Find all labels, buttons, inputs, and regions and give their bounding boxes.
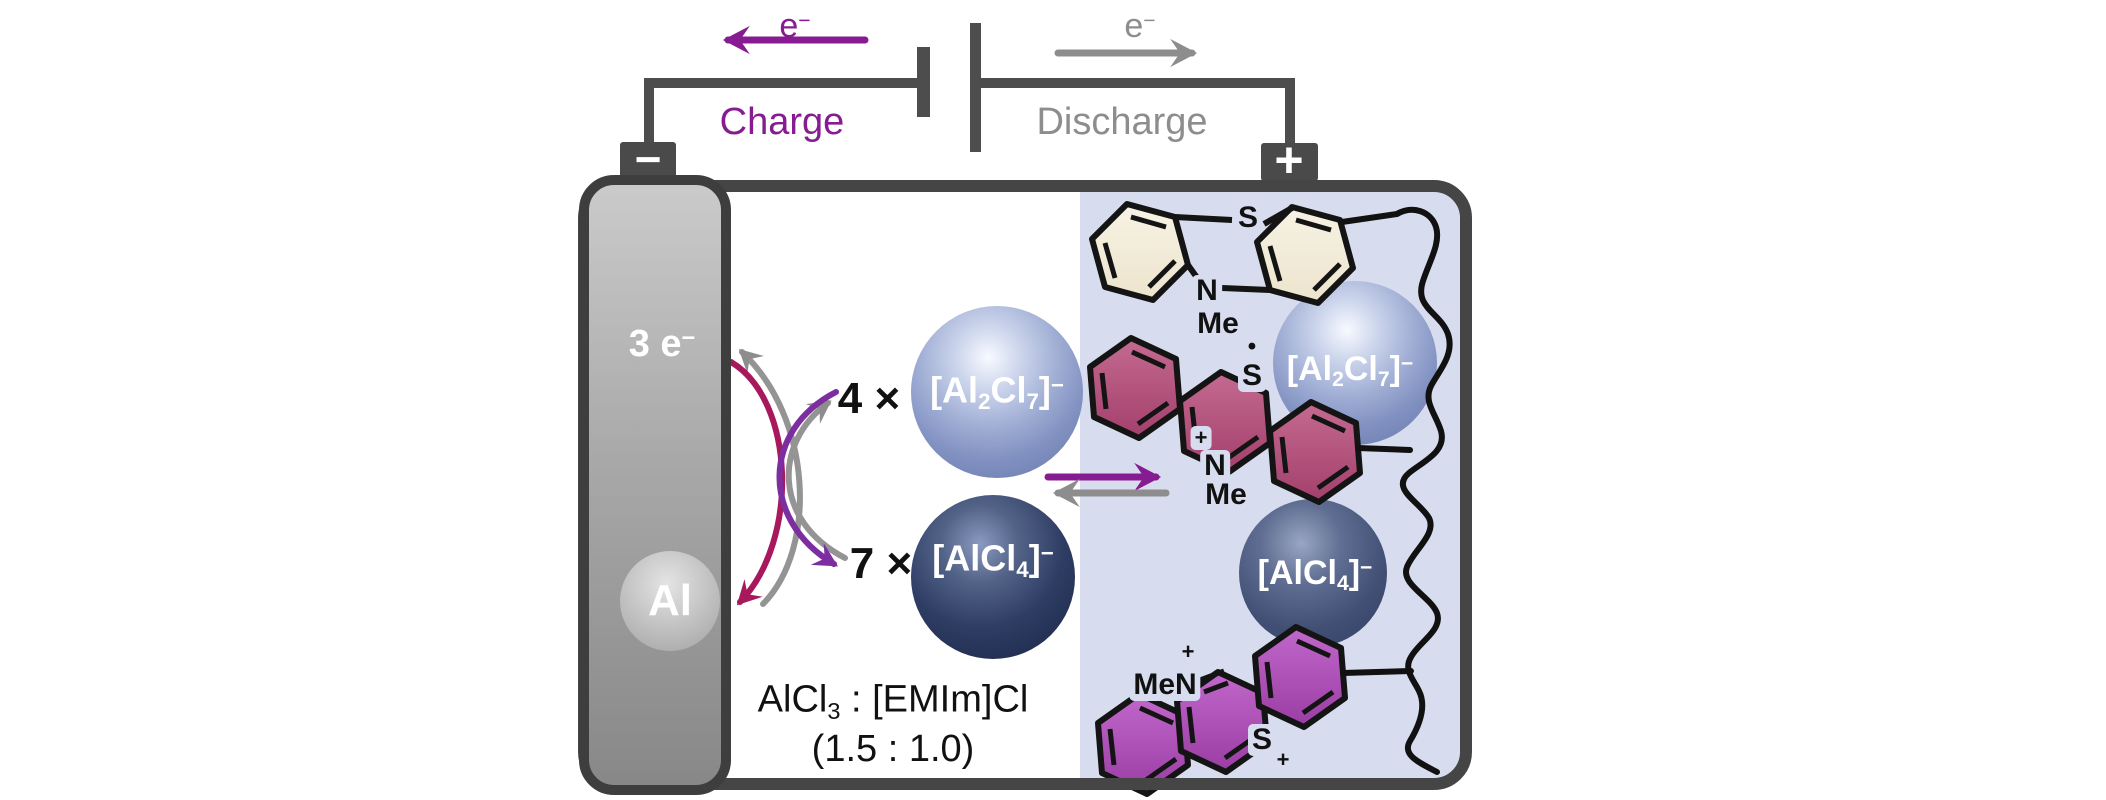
anode-reaction-arrows	[728, 348, 848, 607]
alcl4-formula-right: [AlCl4]−	[1258, 556, 1373, 594]
discharge-stripping-arrow	[738, 348, 803, 607]
positive-terminal-sign: +	[1274, 132, 1304, 188]
ptz-radical-structure	[1087, 335, 1363, 505]
alcl4-sphere-left	[911, 495, 1075, 659]
ptz-radical-sulfur-label: S	[1237, 360, 1267, 392]
battery-short-plate	[917, 47, 930, 117]
formula-sub: 7	[1377, 368, 1390, 392]
al2cl7-count: 4 ×	[837, 374, 901, 423]
formula-part: [Al	[930, 369, 979, 411]
formula-part: [AlCl	[1257, 553, 1337, 592]
discharge-electron-label: e−	[1124, 9, 1155, 43]
formula-sub: 4	[1336, 572, 1349, 596]
al-metal-deposit	[620, 551, 720, 651]
formula-part: ]	[1038, 369, 1051, 411]
ptz-neutral-structure	[1089, 201, 1356, 306]
ptz-radical-nitrogen-label: N	[1200, 450, 1230, 482]
ptz-dication-double-bonds	[1107, 638, 1335, 783]
circuit-wires	[644, 78, 1295, 146]
polymer-backbone	[1339, 206, 1453, 775]
negative-terminal	[620, 142, 676, 180]
formula-sup: −	[1050, 372, 1064, 398]
electron-charge-sup: −	[1143, 9, 1156, 33]
formula-sub: 4	[1016, 557, 1029, 583]
positive-terminal	[1261, 143, 1318, 181]
ptz-radical-double-bonds	[1099, 349, 1350, 491]
al-electrode-body	[579, 175, 731, 795]
ptz-dication-n-plus-sign: +	[1177, 640, 1199, 664]
formula-sup: −	[1360, 556, 1373, 580]
al2cl7-formula-left: [Al2Cl7]−	[930, 369, 1064, 415]
alcl4-sphere-right	[1239, 499, 1387, 647]
formula-part: ]	[1028, 537, 1041, 579]
formula-part: [AlCl	[932, 537, 1017, 579]
charge-electron-label: e−	[779, 9, 810, 43]
formula-sub: 3	[827, 697, 841, 724]
ptz-radical-dot: •	[1247, 333, 1257, 360]
charge-anion-arrow	[776, 389, 839, 567]
formula-sup: −	[1400, 352, 1414, 376]
ptz-dication-sulfur-label: S	[1247, 724, 1277, 756]
ptz-neutral-central-bonds	[1174, 205, 1294, 293]
polymer-chain-wave	[1339, 206, 1453, 775]
electron-charge-sup: −	[681, 324, 696, 351]
ptz-neutral-double-bonds	[1102, 214, 1342, 292]
electrolyte-ratio: (1.5 : 1.0)	[811, 728, 975, 770]
ptz-radical-methyl-label: Me	[1201, 479, 1251, 511]
ptz-neutral-nitrogen-label: N	[1192, 275, 1222, 307]
electrolyte-spheres	[911, 306, 1083, 659]
formula-part: ]	[1348, 553, 1361, 592]
formula-sub: 7	[1026, 389, 1039, 415]
formula-part: AlCl	[757, 678, 828, 721]
al-metal-label: Al	[648, 576, 692, 625]
negative-terminal-sign: −	[634, 133, 662, 185]
formula-sub: 2	[978, 389, 991, 415]
anode-electrode	[579, 175, 731, 795]
ptz-dication-s-plus-sign: +	[1272, 748, 1294, 772]
formula-part: : [EMIm]Cl	[840, 678, 1029, 721]
formula-sub: 2	[1332, 368, 1344, 392]
al2cl7-formula-right: [Al2Cl7]−	[1287, 352, 1413, 390]
electron-flow-arrows	[722, 25, 1198, 68]
polymer-attachment-bonds	[1340, 445, 1414, 676]
electron-symbol: e	[779, 7, 799, 45]
formula-part: Cl	[990, 369, 1027, 411]
terminals	[620, 142, 1318, 181]
ptz-neutral-sulfur-label: S	[1233, 202, 1263, 234]
ptz-neutral-methyl-label: Me	[1193, 308, 1243, 340]
al2cl7-sphere-left	[911, 306, 1083, 478]
charge-label: Charge	[719, 101, 845, 143]
three-electron-label: 3 e−	[629, 325, 696, 363]
ptz-radical-plus-sign: +	[1190, 426, 1212, 450]
alcl4-formula-left: [AlCl4]−	[932, 537, 1054, 583]
electrolyte-composition: AlCl3 : [EMIm]Cl	[758, 681, 1029, 724]
ptz-dication-n-double-bond	[1199, 668, 1229, 695]
formula-sup: −	[1040, 540, 1054, 566]
ptz-dication-men-label: MeN	[1129, 669, 1201, 701]
electron-count: 3 e	[628, 323, 682, 365]
alcl4-count: 7 ×	[849, 539, 913, 588]
electron-symbol: e	[1124, 7, 1144, 45]
electron-charge-sup: −	[798, 9, 811, 33]
battery-long-plate	[970, 23, 981, 152]
battery-symbol	[917, 23, 981, 152]
discharge-label: Discharge	[1036, 101, 1208, 143]
equilibrium-arrows	[1044, 462, 1170, 508]
discharge-anion-arrow	[785, 400, 848, 561]
formula-part: ]	[1389, 349, 1401, 388]
formula-part: [Al	[1286, 349, 1333, 388]
formula-part: Cl	[1343, 349, 1378, 388]
ptz-dication-structure	[1095, 624, 1348, 797]
